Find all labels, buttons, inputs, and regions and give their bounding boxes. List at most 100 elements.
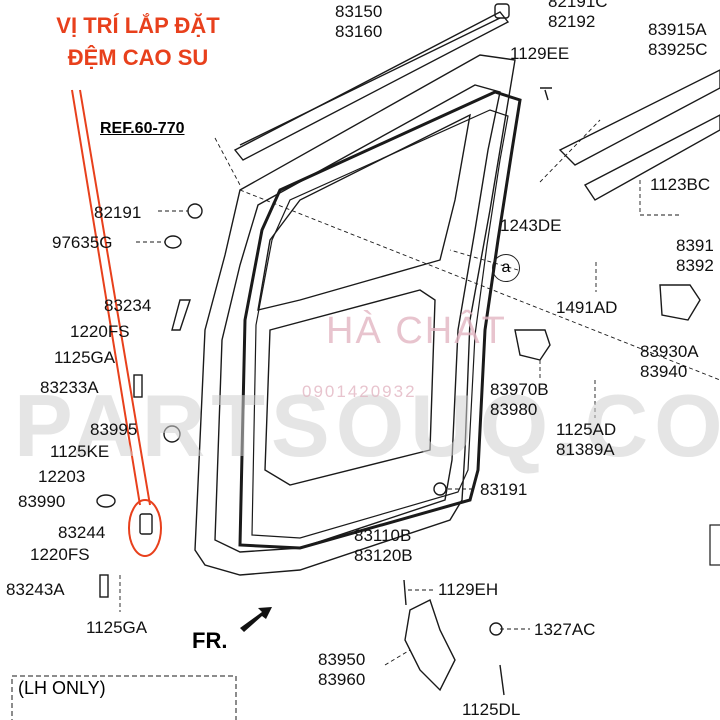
part-label-8391: 8391 8392 <box>676 236 714 276</box>
bolt-1129eh <box>403 579 407 606</box>
part-number: 83244 <box>58 523 106 542</box>
part-number: 83150 <box>335 2 383 21</box>
part-label-83970b: 83970B 83980 <box>490 380 549 420</box>
part-number: 1125GA <box>54 348 116 367</box>
part-number: 82191 <box>94 203 142 222</box>
right-rail-lower <box>583 114 720 201</box>
part-label-82191c: 82191C 82192 <box>548 0 608 32</box>
retainer-83234 <box>171 299 191 331</box>
clip-83150 <box>494 3 510 19</box>
front-marker: FR. <box>192 628 228 653</box>
part-label-83150: 83150 83160 <box>335 2 382 42</box>
pad-83244 <box>139 513 153 535</box>
part-label-83950: 83950 83960 <box>318 650 365 690</box>
part-label-82191: 82191 <box>94 203 141 223</box>
part-number: 1327AC <box>534 620 596 639</box>
part-label-97635g: 97635G <box>52 233 113 253</box>
part-number: 83950 <box>318 650 366 669</box>
part-number: 83191 <box>480 480 528 499</box>
part-label-1125ke: 1125KE <box>50 442 109 462</box>
part-number: 83925C <box>648 40 708 59</box>
part-number: 82191C <box>548 0 608 11</box>
part-number: 1125KE <box>50 442 110 461</box>
part-number: 1129EH <box>438 580 499 599</box>
annotation-title-line1: VỊ TRÍ LẮP ĐẶT <box>56 13 220 38</box>
plate-83233a <box>133 374 143 398</box>
upper-rail-inner <box>239 17 501 146</box>
stopper-83995 <box>163 425 181 443</box>
part-label-1123bc: 1123BC <box>650 175 710 195</box>
part-label-83995: 83995 <box>90 420 137 440</box>
part-number: 81389A <box>556 440 615 459</box>
part-label-1220fs-bot: 1220FS <box>30 545 90 565</box>
part-number: 12203 <box>38 467 86 486</box>
part-label-1129ee: 1129EE <box>510 44 569 64</box>
hinge-83950 <box>404 599 456 692</box>
red-highlight-circle <box>128 499 162 557</box>
part-number: 8391 <box>676 236 714 255</box>
weatherstrip <box>238 90 522 550</box>
part-label-83243a: 83243A <box>6 580 65 600</box>
part-label-1125ad: 1125AD 81389A <box>556 420 616 460</box>
part-number: 83160 <box>335 22 383 41</box>
pad-83990 <box>96 494 116 508</box>
part-number: 1243DE <box>500 216 562 235</box>
callout-a-icon: a <box>492 254 520 282</box>
part-number: 83915A <box>648 20 707 39</box>
leader-8391 <box>639 180 680 216</box>
part-label-1243de: 1243DE <box>500 216 561 236</box>
part-number: 83960 <box>318 670 366 689</box>
part-number: 1125GA <box>86 618 148 637</box>
part-number: 97635G <box>52 233 113 252</box>
part-label-83233a: 83233A <box>40 378 99 398</box>
part-number: 83233A <box>40 378 99 397</box>
part-label-1220fs-top: 1220FS <box>70 322 130 342</box>
bolt-1129ee <box>540 87 552 101</box>
lh-only-box <box>11 675 237 720</box>
leader-1243de <box>539 119 601 183</box>
cap-97635g <box>164 235 182 249</box>
part-number: 83970B <box>490 380 549 399</box>
door-frame-outer <box>194 54 516 576</box>
red-pointer-line-2 <box>79 89 151 506</box>
part-number: 1125DL <box>462 700 521 719</box>
part-number: 83980 <box>490 400 538 419</box>
part-number: 1123BC <box>650 175 711 194</box>
part-number: 83995 <box>90 420 138 439</box>
part-number: 83930A <box>640 342 699 361</box>
watermark-shop: HÀ CHÂT <box>326 310 507 352</box>
bolt-1125dl <box>499 664 505 696</box>
leader-ref <box>214 137 241 186</box>
bracket-83970b <box>514 329 551 361</box>
upper-rail <box>233 11 510 161</box>
reference-label: REF.60-770 <box>100 120 185 137</box>
part-label-1129eh: 1129EH <box>438 580 498 600</box>
part-label-1125dl: 1125DL <box>462 700 520 720</box>
annotation-title-line2: ĐỆM CAO SU <box>67 45 209 70</box>
right-rail <box>558 69 720 166</box>
part-number: 83234 <box>104 296 152 315</box>
part-number: 1491AD <box>556 298 618 317</box>
part-number: 1125AD <box>556 420 617 439</box>
part-label-83930a: 83930A 83940 <box>640 342 699 382</box>
leader-dash-diag <box>239 189 720 381</box>
part-label-1327ac: 1327AC <box>534 620 595 640</box>
grommet-83191 <box>433 482 447 496</box>
bumper-82191 <box>187 203 203 219</box>
part-label-83110b: 83110B 83120B <box>354 526 413 566</box>
part-label-1491ad: 1491AD <box>556 298 617 318</box>
side-table <box>709 524 720 566</box>
part-number: 1129EE <box>510 44 570 63</box>
part-number: 83243A <box>6 580 65 599</box>
leader-83950 <box>384 649 411 666</box>
lh-only-note: (LH ONLY) <box>18 678 106 698</box>
part-label-83990: 83990 <box>18 492 65 512</box>
weatherstrip-inner <box>251 109 509 539</box>
plate-83243a <box>99 574 109 598</box>
part-number: 8392 <box>676 256 714 275</box>
window-opening <box>257 113 471 311</box>
part-label-83234: 83234 <box>104 296 151 316</box>
part-label-1125ga-bot: 1125GA <box>86 618 147 638</box>
part-number: 83940 <box>640 362 688 381</box>
